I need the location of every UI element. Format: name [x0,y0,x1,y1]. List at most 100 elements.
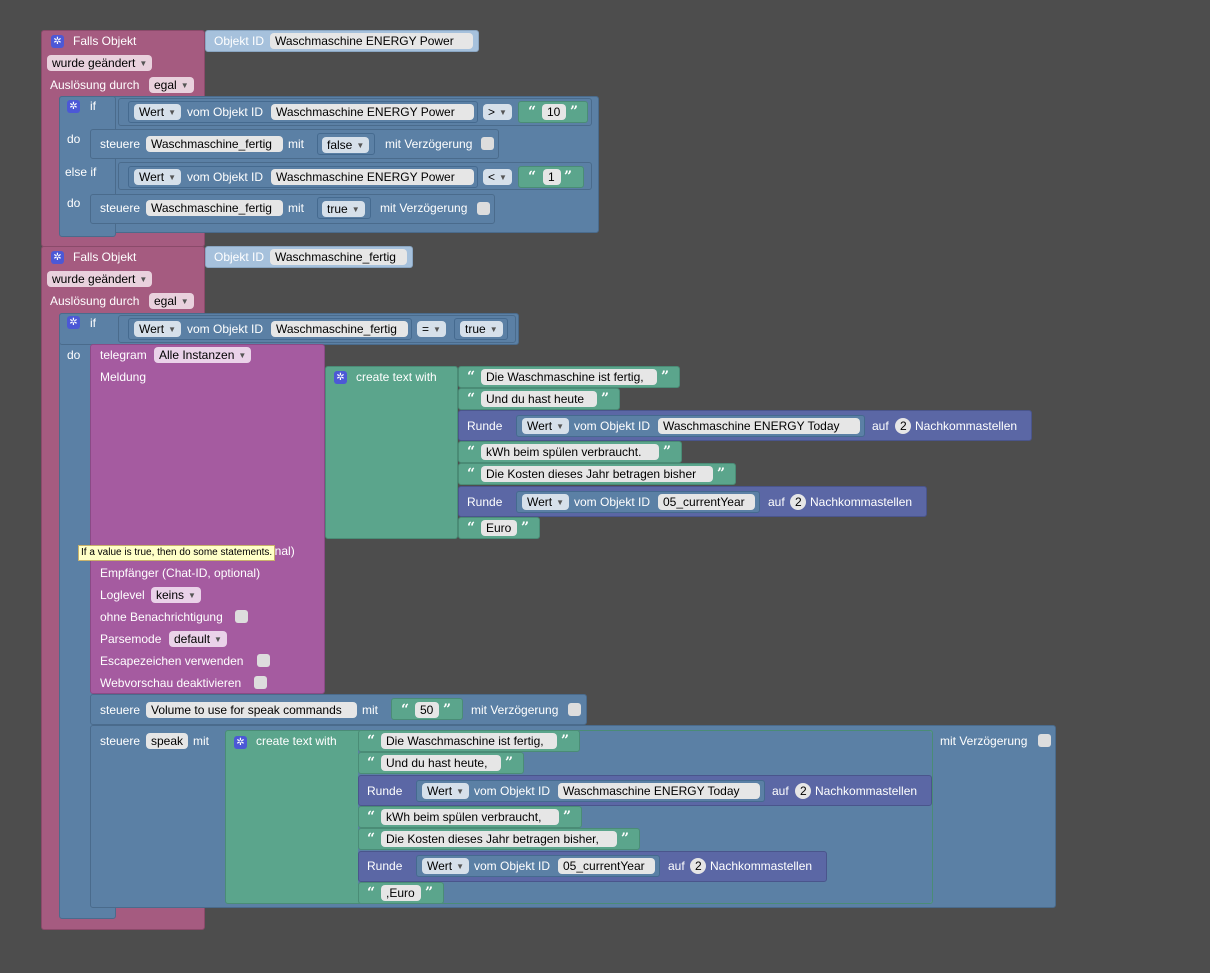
trigger-dropdown[interactable]: egal▼ [149,293,194,309]
object-id-field[interactable]: Waschmaschine ENERGY Power [270,33,473,49]
object-id-field[interactable]: Waschmaschine ENERGY Today [558,783,760,799]
gear-icon[interactable]: ✲ [234,736,247,749]
digits-field[interactable]: 2 [795,783,811,799]
changed-dropdown[interactable]: wurde geändert▼ [47,271,153,287]
digits-field[interactable]: 2 [895,418,911,434]
object-id-field[interactable]: Waschmaschine ENERGY Today [658,418,860,434]
operator-dropdown[interactable]: =▼ [417,321,446,337]
quote-close-icon: ” [443,702,452,718]
quote-open-icon: “ [367,885,376,901]
target-field[interactable]: Waschmaschine_fertig [146,200,283,216]
bool-dropdown[interactable]: false▼ [322,137,370,153]
number-field[interactable]: 1 [543,169,561,185]
text-field[interactable]: Euro [481,520,517,536]
silent-checkbox[interactable] [235,610,248,623]
dropdown-arrow-icon: ▼ [456,787,465,796]
target-field[interactable]: speak [146,733,188,749]
dropdown-arrow-icon: ▼ [168,325,177,334]
parsemode-dropdown[interactable]: default▼ [169,631,227,647]
target-field[interactable]: Waschmaschine_fertig [146,136,283,152]
changed-dropdown[interactable]: wurde geändert▼ [47,55,153,71]
dropdown-arrow-icon: ▼ [180,81,189,90]
operator-dropdown[interactable]: >▼ [483,104,512,120]
round-label: Runde [367,784,403,798]
target-field[interactable]: Volume to use for speak commands [146,702,357,718]
value-dropdown[interactable]: Wert▼ [422,858,470,874]
create-text-label: create text with [356,370,437,384]
dropdown-arrow-icon: ▼ [556,498,565,507]
gear-icon[interactable]: ✲ [334,371,347,384]
number-field[interactable]: 10 [542,104,566,120]
text-field[interactable]: Die Waschmaschine ist fertig, [481,369,657,385]
gear-icon[interactable]: ✲ [51,251,64,264]
digits-field[interactable]: 2 [690,858,706,874]
value-dropdown[interactable]: Wert▼ [522,418,570,434]
quote-open-icon: “ [467,391,476,407]
dropdown-arrow-icon: ▼ [180,297,189,306]
set-label: steuere [100,703,141,717]
text-field[interactable]: kWh beim spülen verbraucht, [381,809,559,825]
object-id-label: Objekt ID [214,34,265,48]
number-field[interactable]: 50 [415,702,439,718]
text-field[interactable]: Die Waschmaschine ist fertig, [381,733,557,749]
text-field[interactable]: Und du hast heute, [381,755,501,771]
value-dropdown[interactable]: Wert▼ [522,494,570,510]
suffix-label: Nachkommastellen [710,859,813,873]
object-id-field[interactable]: Waschmaschine_fertig [270,249,407,265]
bool-dropdown[interactable]: true▼ [460,321,503,337]
parsemode-label: Parsemode [100,632,162,646]
quote-open-icon: “ [401,702,410,718]
gear-icon[interactable]: ✲ [67,316,80,329]
elseif-label: else if [65,165,97,179]
quote-open-icon: “ [467,520,476,536]
dropdown-arrow-icon: ▼ [139,275,148,284]
mit-label: mit [362,703,378,717]
operator-dropdown[interactable]: <▼ [483,169,512,185]
delay-checkbox[interactable] [1038,734,1051,747]
instance-dropdown[interactable]: Alle Instanzen▼ [154,347,252,363]
value-dropdown[interactable]: Wert▼ [134,321,182,337]
delay-checkbox[interactable] [568,703,581,716]
object-id-field[interactable]: 05_currentYear [658,494,755,510]
quote-close-icon: ” [521,520,530,536]
set-label: steuere [100,201,141,215]
object-id-field[interactable]: Waschmaschine ENERGY Power [271,169,474,185]
event-label: Falls Objekt [73,250,137,264]
delay-checkbox[interactable] [481,137,494,150]
object-id-field[interactable]: Waschmaschine_fertig [271,321,408,337]
text-field[interactable]: Die Kosten dieses Jahr betragen bisher, [381,831,617,847]
bool-dropdown[interactable]: true▼ [322,201,365,217]
webpreview-checkbox[interactable] [254,676,267,689]
delay-label: mit Verzögerung [940,734,1028,748]
suffix-label: Nachkommastellen [815,784,918,798]
create-text-block[interactable] [325,366,458,539]
suffix-label: Nachkommastellen [915,419,1018,433]
value-dropdown[interactable]: Wert▼ [134,104,182,120]
text-field[interactable]: kWh beim spülen verbraucht. [481,444,659,460]
text-field[interactable]: Und du hast heute [481,391,597,407]
object-id-label: Objekt ID [214,250,265,264]
text-field[interactable]: ,Euro [381,885,421,901]
escape-checkbox[interactable] [257,654,270,667]
loglevel-dropdown[interactable]: keins▼ [151,587,201,603]
object-id-field[interactable]: Waschmaschine ENERGY Power [271,104,474,120]
gear-icon[interactable]: ✲ [51,35,64,48]
object-label: vom Objekt ID [574,419,651,433]
digits-field[interactable]: 2 [790,494,806,510]
object-id-field[interactable]: 05_currentYear [558,858,655,874]
text-field[interactable]: Die Kosten dieses Jahr betragen bisher [481,466,713,482]
value-dropdown[interactable]: Wert▼ [422,783,470,799]
silent-label: ohne Benachrichtigung [100,610,223,624]
object-label: vom Objekt ID [187,322,264,336]
dropdown-arrow-icon: ▼ [351,205,360,214]
value-dropdown[interactable]: Wert▼ [134,169,182,185]
delay-checkbox[interactable] [477,202,490,215]
quote-close-icon: ” [663,444,672,460]
do-label: do [67,132,81,146]
mit-label: mit [288,137,304,151]
object-label: vom Objekt ID [574,495,651,509]
trigger-dropdown[interactable]: egal▼ [149,77,194,93]
dropdown-arrow-icon: ▼ [356,141,365,150]
set-label: steuere [100,734,141,748]
gear-icon[interactable]: ✲ [67,100,80,113]
